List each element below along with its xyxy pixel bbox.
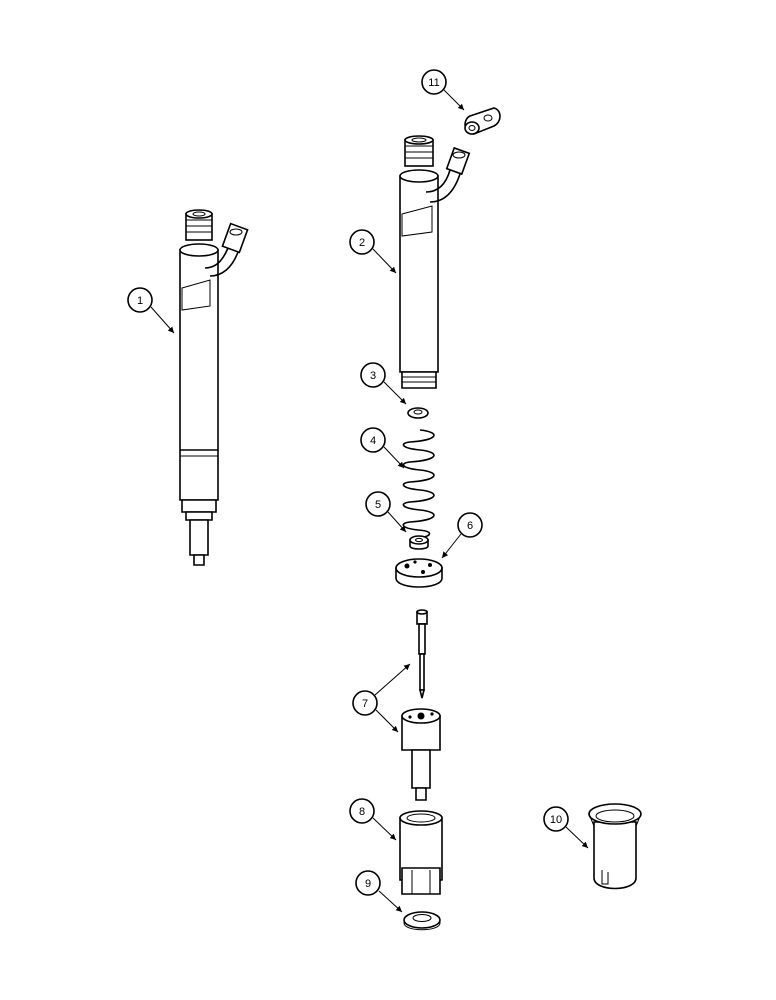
callout-label: 6 [467,520,473,532]
pressure-spring [402,429,435,539]
sealing-washer [403,911,441,931]
callout-1: 1 [127,287,175,334]
callout-2: 2 [349,229,397,274]
callout-label: 2 [359,237,365,249]
callout-9: 9 [355,870,403,913]
injector-body [399,135,471,389]
injector-sleeve [588,803,642,890]
intermediate-plate [395,558,443,588]
nozzle-needle [416,609,428,699]
callout-6: 6 [441,512,483,559]
callout-8: 8 [349,798,397,841]
callout-11: 11 [421,69,465,111]
banjo-fitting [464,107,501,135]
callout-label: 7 [362,698,368,710]
shim-washer [407,407,429,419]
callout-label: 1 [137,295,143,307]
spring-seat [409,535,429,550]
callout-label: 3 [370,370,376,382]
callout-5: 5 [365,491,407,533]
callout-label: 5 [375,499,381,511]
callout-label: 8 [359,806,365,818]
injector-assembly [179,209,249,566]
callout-10: 10 [543,806,589,849]
callout-label: 11 [428,77,439,89]
nozzle-body [401,708,441,801]
callout-label: 9 [365,878,371,890]
nozzle-nut [399,810,443,895]
callout-4: 4 [360,427,405,469]
callout-label: 4 [370,435,376,447]
callout-3: 3 [360,362,407,405]
callout-7: 7 [352,663,411,733]
callout-label: 10 [550,814,562,826]
